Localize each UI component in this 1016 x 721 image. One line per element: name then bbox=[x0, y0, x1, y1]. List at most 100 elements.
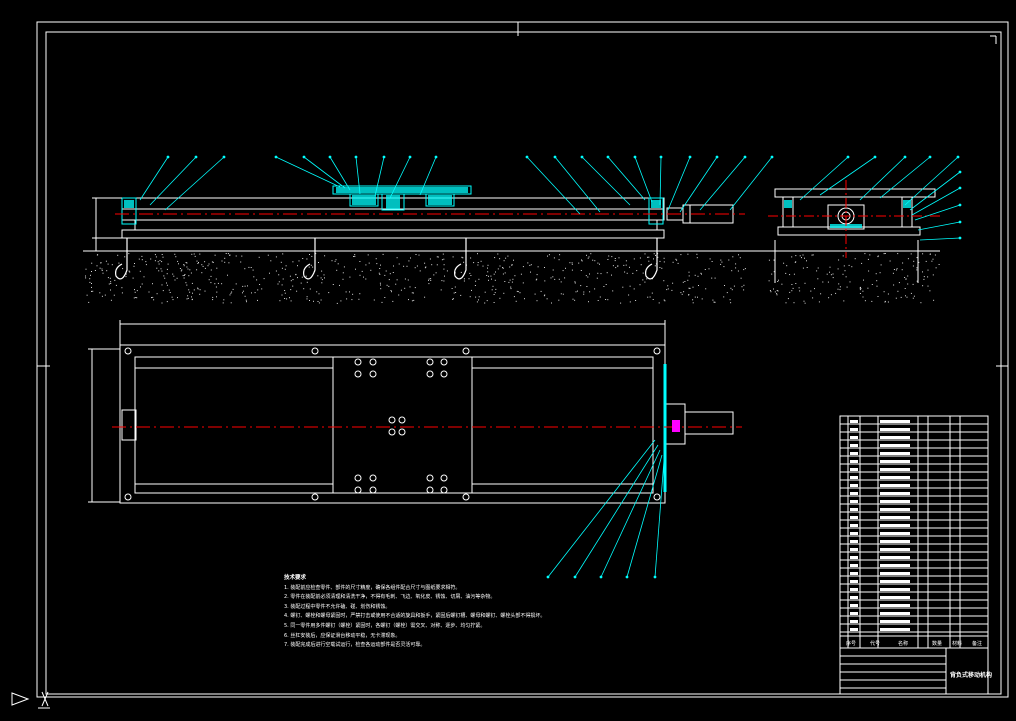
ground-dot bbox=[842, 255, 844, 257]
ground-dot bbox=[430, 279, 432, 281]
ground-dot bbox=[198, 262, 199, 263]
ground-dot bbox=[336, 302, 338, 304]
ground-dot bbox=[313, 300, 314, 302]
ground-dot bbox=[735, 267, 737, 269]
ground-dot bbox=[720, 259, 722, 261]
tb-cell-text bbox=[850, 428, 858, 431]
ground-dot bbox=[929, 290, 931, 292]
ground-dot bbox=[475, 280, 477, 282]
ground-dot bbox=[100, 262, 102, 264]
ground-dot bbox=[106, 270, 108, 272]
ground-dot bbox=[227, 253, 229, 255]
ground-dot bbox=[88, 301, 90, 303]
ground-dot bbox=[922, 271, 923, 273]
ground-dot bbox=[113, 294, 115, 296]
tb-cell-text bbox=[880, 524, 910, 527]
ground-dot bbox=[230, 292, 232, 294]
ground-dot bbox=[380, 288, 382, 290]
ground-dot bbox=[781, 283, 783, 285]
ground-dot bbox=[148, 291, 150, 293]
ground-dot bbox=[804, 302, 806, 304]
ground-dot bbox=[189, 291, 191, 293]
ground-dot bbox=[297, 265, 298, 267]
ground-dot bbox=[224, 261, 226, 263]
ground-dot bbox=[527, 262, 529, 264]
ground-dot bbox=[197, 263, 199, 264]
tb-cell-text bbox=[880, 508, 910, 511]
ground-dot bbox=[586, 254, 587, 256]
ground-dot bbox=[110, 289, 111, 291]
ground-dot bbox=[207, 265, 209, 267]
ground-dot bbox=[290, 289, 292, 291]
ground-dot bbox=[389, 273, 391, 275]
ground-dot bbox=[629, 285, 631, 287]
ground-dot bbox=[185, 262, 187, 263]
ground-dot bbox=[893, 269, 895, 270]
ground-dot bbox=[210, 275, 212, 277]
balloon-dot bbox=[956, 155, 960, 159]
ground-dot bbox=[133, 297, 135, 299]
ground-dot bbox=[324, 277, 325, 279]
technical-notes: 技术要求 1. 装配前应检查零件、部件的尺寸精度，确保各组件配合尺寸与图纸要求相… bbox=[284, 574, 545, 651]
ground-dot bbox=[680, 254, 682, 256]
ground-dot bbox=[653, 258, 654, 260]
ground-dot bbox=[583, 293, 585, 295]
ground-dot bbox=[913, 295, 915, 297]
ground-dot bbox=[671, 289, 673, 291]
balloon-dot bbox=[599, 575, 603, 579]
ground-dot bbox=[324, 255, 326, 257]
ground-dot bbox=[303, 288, 305, 290]
ground-dot bbox=[129, 271, 131, 273]
ground-dot bbox=[550, 277, 552, 279]
ground-dot bbox=[922, 285, 924, 287]
tb-cell-text bbox=[880, 460, 910, 463]
ground-dot bbox=[463, 280, 465, 282]
ground-dot bbox=[225, 253, 227, 254]
ground-dot bbox=[172, 299, 174, 301]
ground-dot bbox=[583, 291, 585, 293]
ground-dot bbox=[820, 293, 822, 295]
balloon-dot bbox=[274, 155, 278, 159]
leader-line bbox=[859, 156, 906, 201]
ground-dot bbox=[451, 288, 453, 289]
ground-dot bbox=[933, 299, 935, 301]
ground-dot bbox=[99, 292, 101, 294]
ground-dot bbox=[167, 263, 169, 265]
ground-dot bbox=[918, 261, 920, 263]
ground-dot bbox=[522, 282, 524, 284]
ground-dot bbox=[789, 291, 791, 293]
ground-dot bbox=[204, 290, 206, 292]
ground-dot bbox=[101, 270, 103, 271]
ground-dot bbox=[295, 274, 297, 276]
ground-dot bbox=[795, 261, 797, 263]
ground-dot bbox=[877, 255, 879, 257]
ground-dot bbox=[540, 290, 542, 292]
ground-dot bbox=[358, 298, 360, 300]
hole bbox=[369, 358, 377, 366]
ground-dot bbox=[229, 294, 231, 296]
ground-dot bbox=[164, 277, 166, 279]
ground-dot bbox=[410, 257, 411, 259]
ground-dot bbox=[639, 284, 641, 286]
ground-dot bbox=[411, 300, 413, 302]
ground-dot bbox=[633, 258, 635, 260]
ground-dot bbox=[297, 277, 298, 279]
ground-dot bbox=[139, 270, 141, 272]
ground-dot bbox=[575, 291, 577, 293]
ground-dot bbox=[793, 302, 795, 304]
ground-dot bbox=[554, 278, 556, 280]
balloon-dot bbox=[328, 155, 332, 159]
ground-dot bbox=[889, 260, 891, 262]
balloon-dot bbox=[222, 155, 226, 159]
tb-cell-text bbox=[850, 420, 858, 423]
ground-dot bbox=[309, 300, 310, 301]
ground-dot bbox=[777, 290, 779, 292]
ground-dot bbox=[468, 278, 470, 280]
ground-dot bbox=[454, 272, 456, 274]
ground-dot bbox=[700, 272, 702, 274]
ground-dot bbox=[893, 284, 895, 286]
ground-dot bbox=[109, 277, 111, 279]
ground-dot bbox=[292, 279, 294, 281]
ground-dot bbox=[574, 282, 576, 284]
leader-line bbox=[679, 156, 718, 213]
